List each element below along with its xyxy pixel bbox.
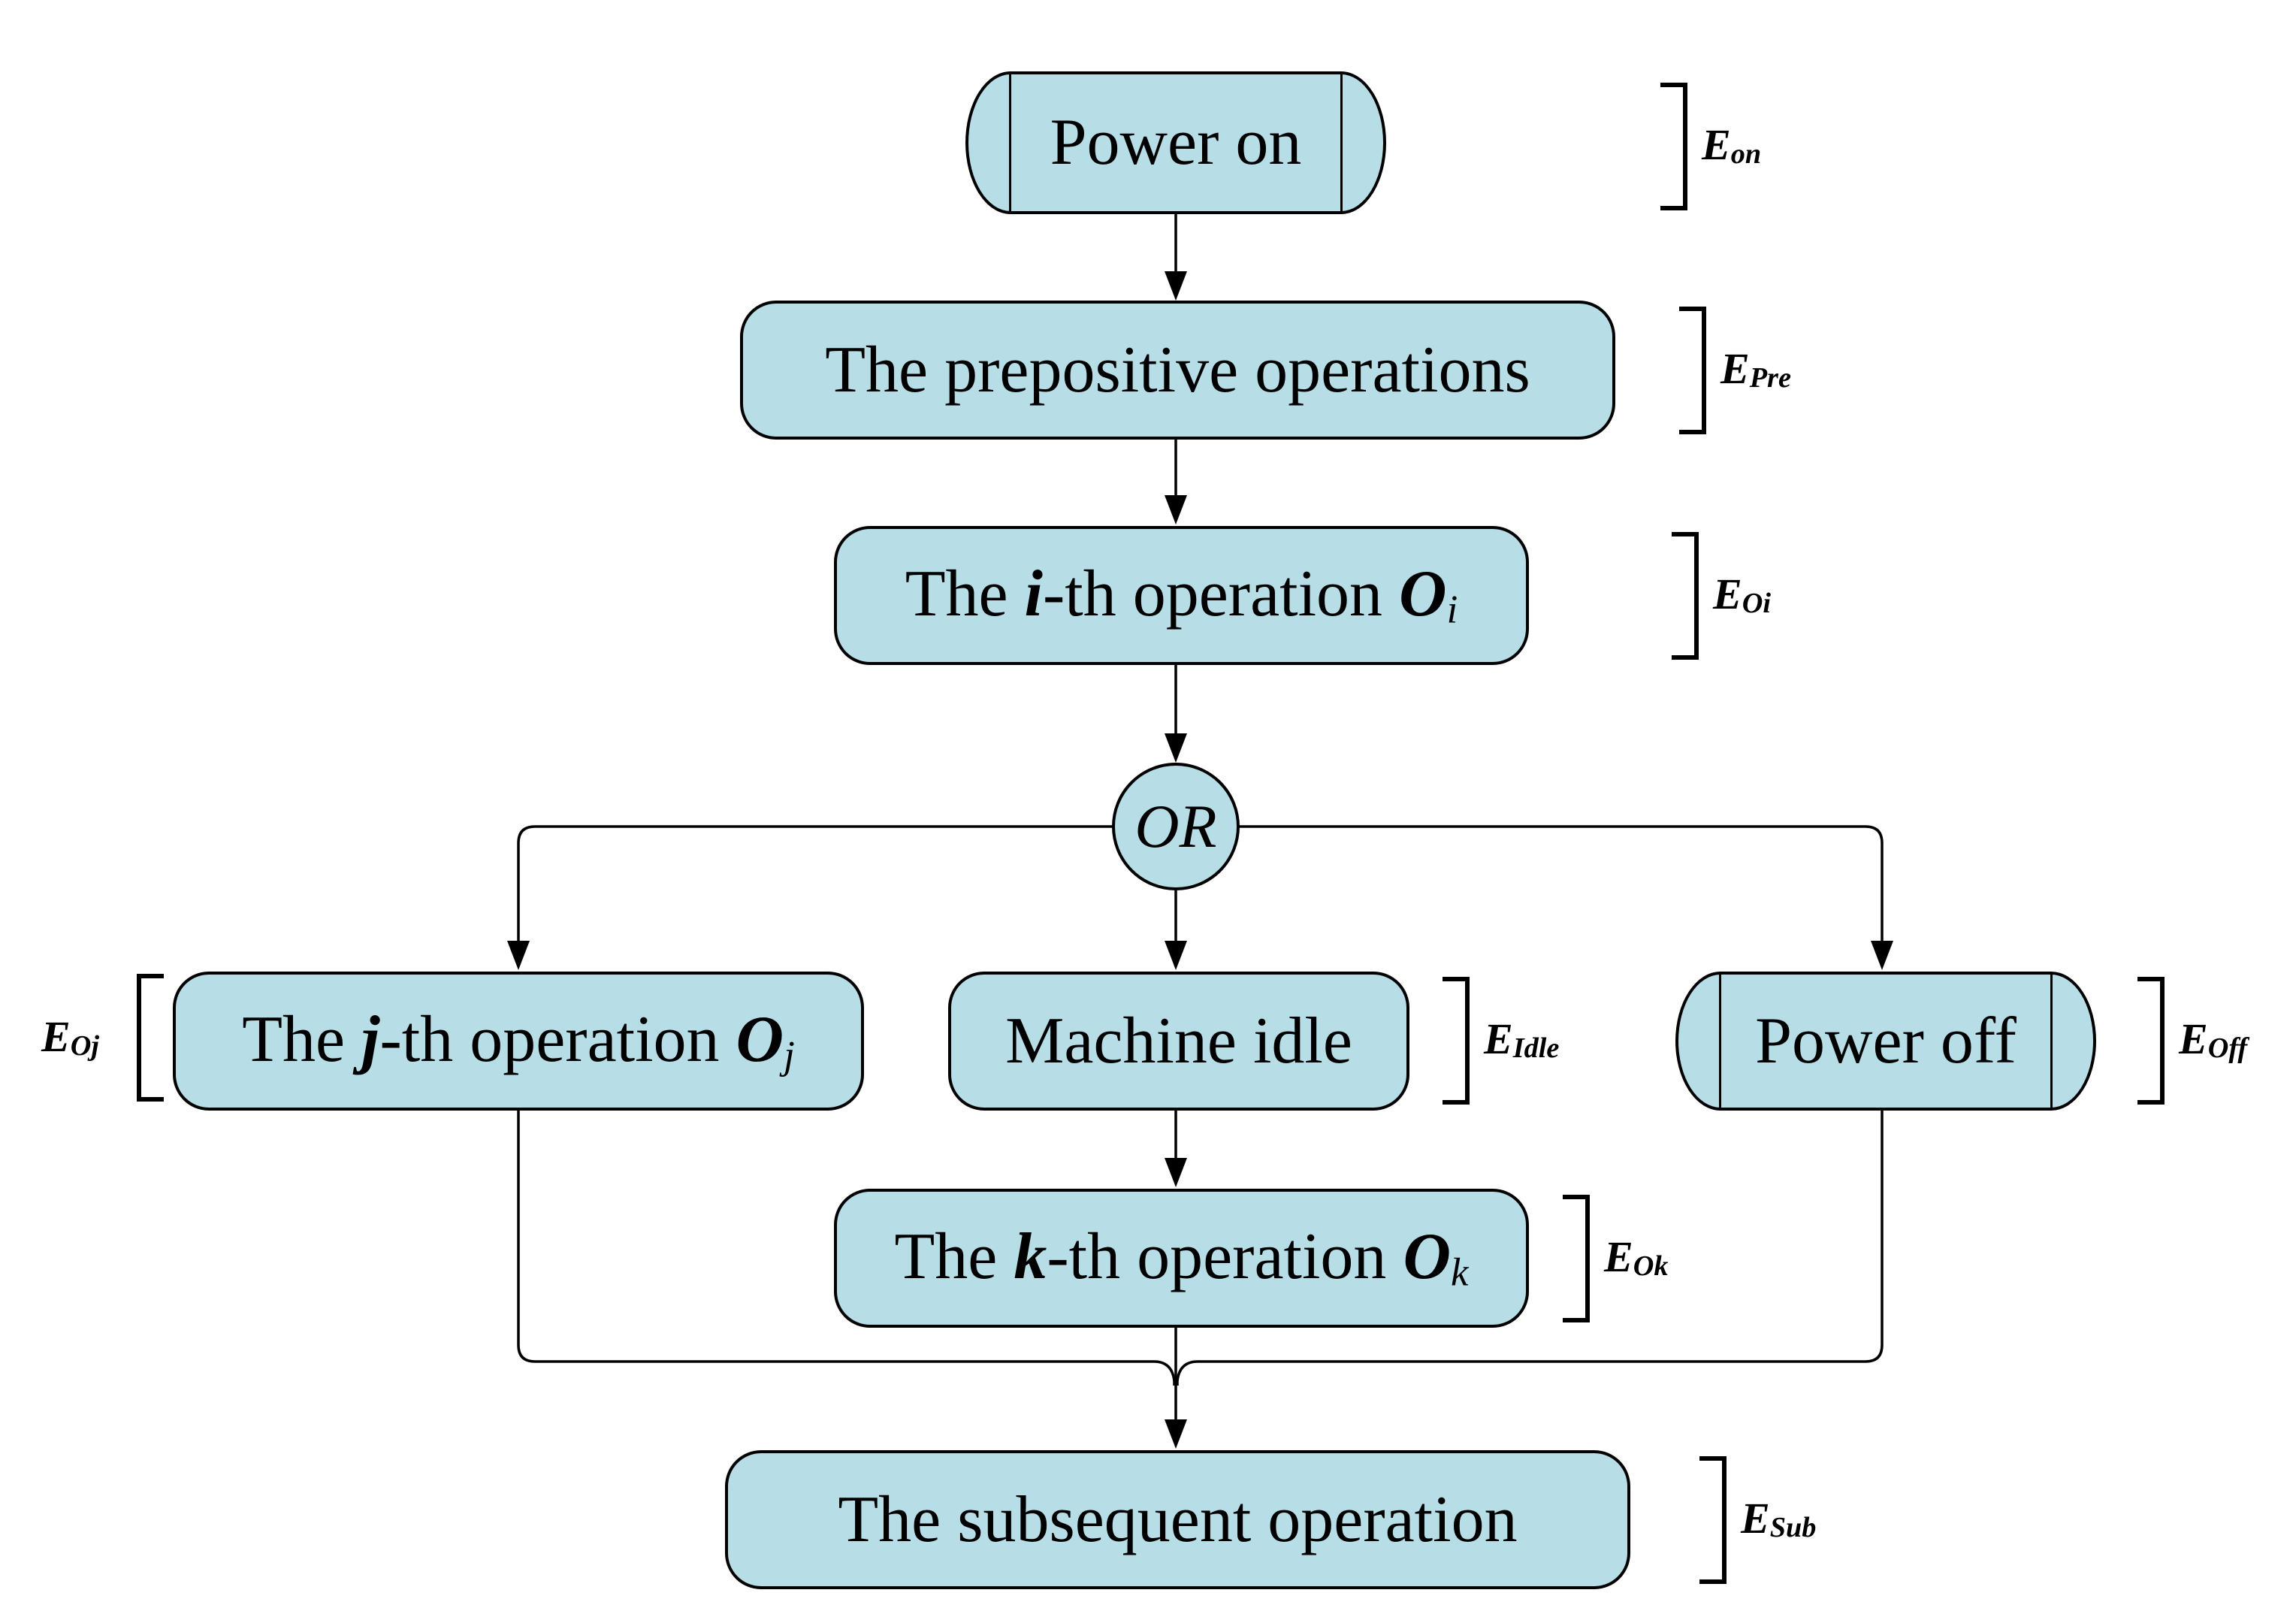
op-i-var: i bbox=[1024, 557, 1043, 630]
terminator-inner-line-left bbox=[1009, 74, 1011, 212]
power-on-label: Power on bbox=[1050, 106, 1302, 179]
op-k-O: O bbox=[1403, 1220, 1451, 1293]
rail-poweroff-to-merge bbox=[1176, 1111, 1884, 1386]
op-k-label: The k-th operation Ok bbox=[895, 1223, 1469, 1295]
e-oi-sub: Oi bbox=[1742, 588, 1771, 620]
node-machine-idle: Machine idle bbox=[948, 972, 1409, 1111]
rail-or-right bbox=[1238, 825, 1884, 944]
op-j-O: O bbox=[736, 1002, 784, 1076]
prepositive-label: The prepositive operations bbox=[825, 333, 1530, 407]
arrowhead-subsequent bbox=[1165, 1419, 1187, 1449]
op-i-O: O bbox=[1399, 557, 1447, 630]
bracket-e-sub bbox=[1699, 1456, 1727, 1584]
node-power-on: Power on bbox=[965, 71, 1386, 214]
bracket-e-off bbox=[2137, 977, 2165, 1105]
terminator-inner-line-right bbox=[1340, 74, 1343, 212]
e-oj-base: E bbox=[41, 1012, 71, 1061]
e-ok-sub: Ok bbox=[1633, 1250, 1669, 1283]
op-k-pre: The bbox=[894, 1220, 1014, 1293]
op-j-var: j bbox=[361, 1002, 380, 1076]
op-k-mid: -th operation bbox=[1047, 1220, 1403, 1293]
terminator-inner-line-left bbox=[1719, 974, 1721, 1108]
arrowhead-opj bbox=[507, 941, 530, 970]
e-oi-base: E bbox=[1713, 570, 1742, 618]
op-j-mid: -th operation bbox=[379, 1002, 736, 1076]
node-subsequent-operation: The subsequent operation bbox=[725, 1450, 1630, 1589]
e-pre-sub: Pre bbox=[1749, 362, 1791, 394]
op-j-O-sub: j bbox=[784, 1033, 795, 1078]
arrowhead-poweroff bbox=[1871, 941, 1893, 970]
arrowhead-machineidle bbox=[1165, 941, 1187, 970]
e-sub-base: E bbox=[1741, 1494, 1770, 1543]
op-j-pre: The bbox=[242, 1002, 362, 1076]
rail-opj-to-merge bbox=[517, 1111, 1176, 1386]
node-op-k: The k-th operation Ok bbox=[834, 1189, 1529, 1328]
op-i-O-sub: i bbox=[1446, 588, 1458, 632]
bracket-e-idle bbox=[1443, 977, 1470, 1105]
e-ok-base: E bbox=[1604, 1232, 1633, 1281]
e-on-sub: on bbox=[1730, 138, 1762, 171]
e-idle-base: E bbox=[1484, 1014, 1513, 1063]
bracket-e-ok bbox=[1563, 1195, 1590, 1322]
terminator-inner-line-right bbox=[2050, 974, 2053, 1108]
arrowhead-opk bbox=[1165, 1158, 1187, 1187]
e-off-sub: Off bbox=[2207, 1032, 2248, 1065]
or-label: OR bbox=[1134, 792, 1217, 860]
op-i-mid: -th operation bbox=[1042, 557, 1400, 630]
machine-idle-label: Machine idle bbox=[1005, 1004, 1352, 1078]
subsequent-label: The subsequent operation bbox=[838, 1483, 1518, 1556]
op-i-pre: The bbox=[905, 557, 1025, 630]
bracket-e-oi bbox=[1672, 532, 1699, 660]
e-off-base: E bbox=[2179, 1014, 2208, 1063]
bracket-e-pre bbox=[1679, 307, 1706, 434]
rail-or-left bbox=[517, 825, 1113, 944]
e-pre-base: E bbox=[1720, 344, 1750, 393]
node-op-i: The i-th operation Oi bbox=[834, 526, 1529, 665]
arrowhead-or bbox=[1165, 733, 1187, 763]
node-op-j: The j-th operation Oj bbox=[173, 972, 864, 1111]
arrowhead-prepositive bbox=[1165, 271, 1187, 301]
bracket-e-oj bbox=[137, 974, 164, 1102]
op-k-var: k bbox=[1014, 1220, 1047, 1293]
op-j-label: The j-th operation Oj bbox=[242, 1006, 795, 1078]
op-i-label: The i-th operation Oi bbox=[905, 561, 1458, 630]
e-on-base: E bbox=[1702, 120, 1731, 169]
op-k-O-sub: k bbox=[1451, 1250, 1469, 1295]
bracket-e-on bbox=[1660, 83, 1687, 210]
e-oj-sub: Oj bbox=[70, 1030, 99, 1062]
node-prepositive-operations: The prepositive operations bbox=[740, 301, 1615, 440]
power-off-label: Power off bbox=[1755, 1004, 2017, 1078]
node-or-gate: OR bbox=[1112, 763, 1240, 890]
e-idle-sub: Idle bbox=[1512, 1032, 1560, 1065]
node-power-off: Power off bbox=[1675, 972, 2096, 1111]
arrowhead-opi bbox=[1165, 495, 1187, 524]
e-sub-sub: Sub bbox=[1769, 1512, 1817, 1544]
